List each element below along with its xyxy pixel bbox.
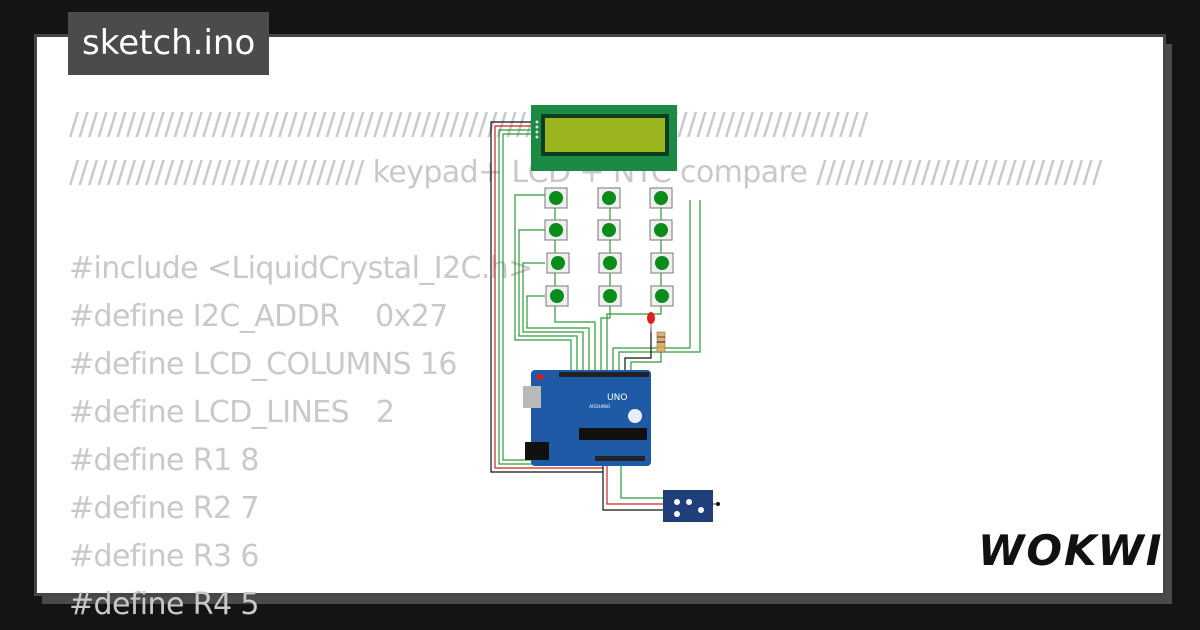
circuit-diagram: UNO ARDUINO xyxy=(490,105,720,522)
file-name-tab[interactable]: sketch.ino xyxy=(68,12,270,75)
code-line: #define R4 5 xyxy=(69,587,260,622)
led-and-resistor xyxy=(647,312,666,353)
code-line: ////////////////////////////////////////… xyxy=(69,107,868,142)
code-line: #define R2 7 xyxy=(69,491,260,526)
board-brand: ARDUINO xyxy=(589,404,611,410)
code-line: /////////////////////////////// keypad+ … xyxy=(69,155,1102,190)
code-preview: ////////////////////////////////////////… xyxy=(69,101,1102,629)
code-line: #define LCD_LINES 2 xyxy=(69,395,395,430)
code-line: #include <LiquidCrystal_I2C.h> xyxy=(69,251,533,286)
code-line: #define R3 6 xyxy=(69,539,260,574)
wokwi-logo: WOKWI xyxy=(978,526,1164,575)
ntc-sensor-module xyxy=(663,490,720,522)
board-label: UNO xyxy=(607,393,627,403)
lcd-display xyxy=(531,105,677,171)
code-line: #define LCD_COLUMNS 16 xyxy=(69,347,458,382)
arduino-board: UNO ARDUINO xyxy=(523,370,651,466)
code-line: #define R1 8 xyxy=(69,443,260,478)
code-line: #define I2C_ADDR 0x27 xyxy=(69,299,448,334)
keypad xyxy=(544,187,674,307)
